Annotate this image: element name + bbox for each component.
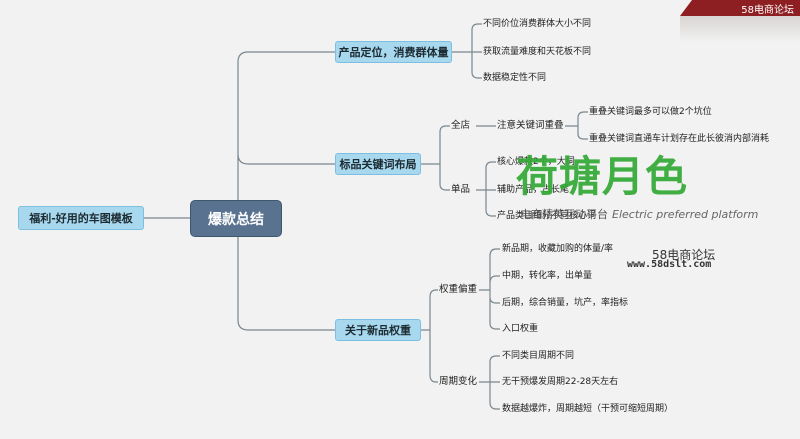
b3-weight-item-4: 入口权重	[502, 324, 539, 334]
b3-weight-item-1: 新品期，收藏加购的体量/率	[502, 244, 614, 254]
connector-b2	[421, 125, 450, 191]
b1-item-2: 获取流量难度和天花板不同	[483, 47, 592, 57]
connector-b1	[452, 23, 482, 79]
b3-weight-item-2: 中期，转化率，出单量	[502, 271, 593, 281]
connector-cycle	[479, 355, 500, 410]
b3-cycle-label: 周期变化	[439, 376, 478, 387]
b2-shop-item-1: 重叠关键词最多可以做2个坑位	[589, 107, 712, 117]
b2-single-item-3: 产品类目细分不同核心词	[497, 211, 597, 221]
b3-cycle-item-3: 数据越爆炸，周期越短（干预可缩短周期）	[502, 404, 674, 414]
connector-b3	[421, 289, 438, 383]
branch-positioning[interactable]: 产品定位，消费群体量	[335, 41, 452, 63]
left-node-template[interactable]: 福利-好用的车图模板	[18, 206, 144, 230]
root-node[interactable]: 爆款总结	[190, 200, 282, 237]
b2-shop-item-2: 重叠关键词直通车计划存在此长彼消内部消耗	[589, 134, 770, 144]
b2-shop-label: 全店	[451, 120, 471, 131]
b3-cycle-item-1: 不同类目周期不同	[502, 351, 575, 361]
connector-weight	[479, 248, 500, 330]
connector-mid-items	[565, 111, 588, 140]
corner-shadow	[680, 16, 800, 42]
b1-item-3: 数据稳定性不同	[483, 73, 547, 83]
branch-new-product-weight[interactable]: 关于新品权重	[335, 319, 421, 341]
watermark-sub-en: Electric preferred platform	[612, 208, 759, 221]
b3-cycle-item-2: 无干预爆发周期22-28天左右	[502, 377, 619, 387]
watermark-subtitle: 电商精英互动平台 Electric preferred platform	[520, 206, 758, 222]
watermark-url: www.58dslt.com	[627, 259, 712, 270]
watermark-logo: 荷塘月色	[516, 152, 689, 201]
b3-weight-label: 权重偏重	[439, 284, 478, 295]
b3-weight-item-3: 后期，综合销量，坑产，率指标	[502, 298, 629, 308]
connector-root-spine	[237, 51, 335, 331]
corner-forum-tab: 58电商论坛	[680, 0, 800, 16]
branch-keyword-layout[interactable]: 标品关键词布局	[335, 153, 421, 175]
b2-single-item-2: 辅助产品，占长尾	[497, 185, 570, 195]
connector-single	[476, 161, 496, 217]
b2-shop-mid: 注意关键词重叠	[497, 120, 564, 131]
watermark-sub-cn: 电商精英互动平台	[520, 208, 608, 221]
watermark-forum: 58电商论坛	[652, 248, 716, 262]
b2-single-label: 单品	[451, 184, 471, 195]
b1-item-1: 不同价位消费群体大小不同	[483, 19, 592, 29]
b2-single-item-1: 核心爆款2个，大词	[497, 157, 575, 167]
